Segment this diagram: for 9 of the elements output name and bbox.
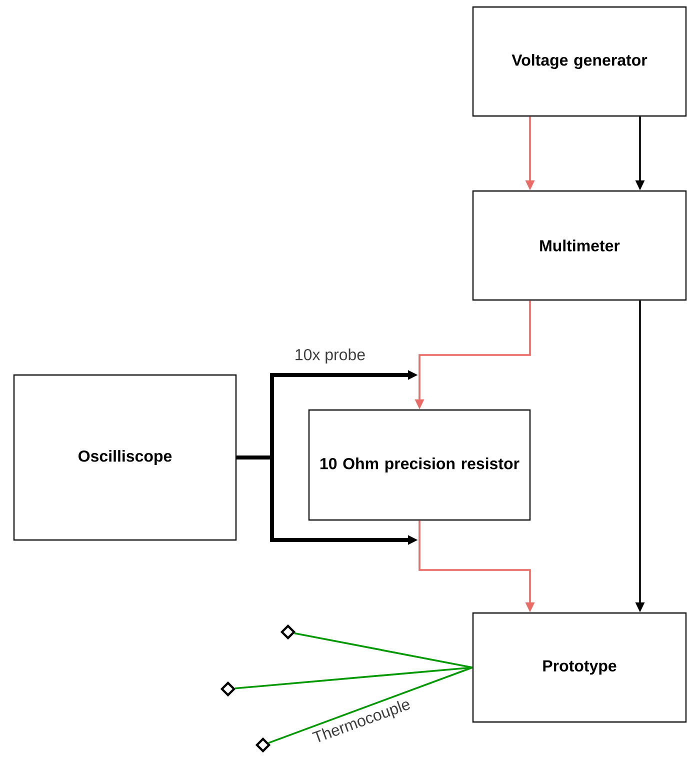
wire bbox=[294, 632, 473, 668]
multimeter-box: Multimeter bbox=[472, 190, 687, 301]
edge-label: 10x probe bbox=[296, 348, 365, 364]
wire bbox=[268, 666, 473, 744]
oscilloscope-box: Oscilliscope bbox=[13, 374, 237, 541]
wire bbox=[234, 666, 472, 690]
prototype-box: Prototype bbox=[472, 612, 687, 723]
generator-box: Voltage generator bbox=[472, 6, 687, 117]
resistor-box: 10 Ohm precision resistor bbox=[308, 409, 531, 521]
